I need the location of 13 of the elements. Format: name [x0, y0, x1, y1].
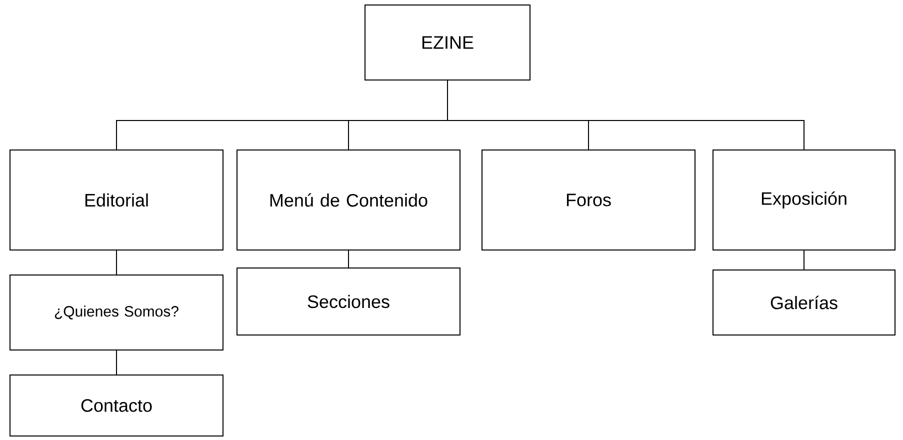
connector-line [447, 80, 804, 150]
process-box: ¿Quienes Somos? [10, 274, 224, 350]
process-box: Menú de Contenido [236, 150, 460, 250]
connector-line [116, 350, 117, 375]
process-box: Foros [482, 150, 696, 250]
process-box: EZINE [364, 4, 530, 80]
connector-line [348, 250, 349, 268]
process-box: Exposición [712, 150, 896, 250]
process-box: Galerías [712, 270, 896, 336]
process-box: Editorial [10, 150, 224, 250]
process-box: Secciones [236, 268, 460, 336]
connector-line [116, 250, 117, 275]
process-box: Contacto [10, 374, 224, 436]
